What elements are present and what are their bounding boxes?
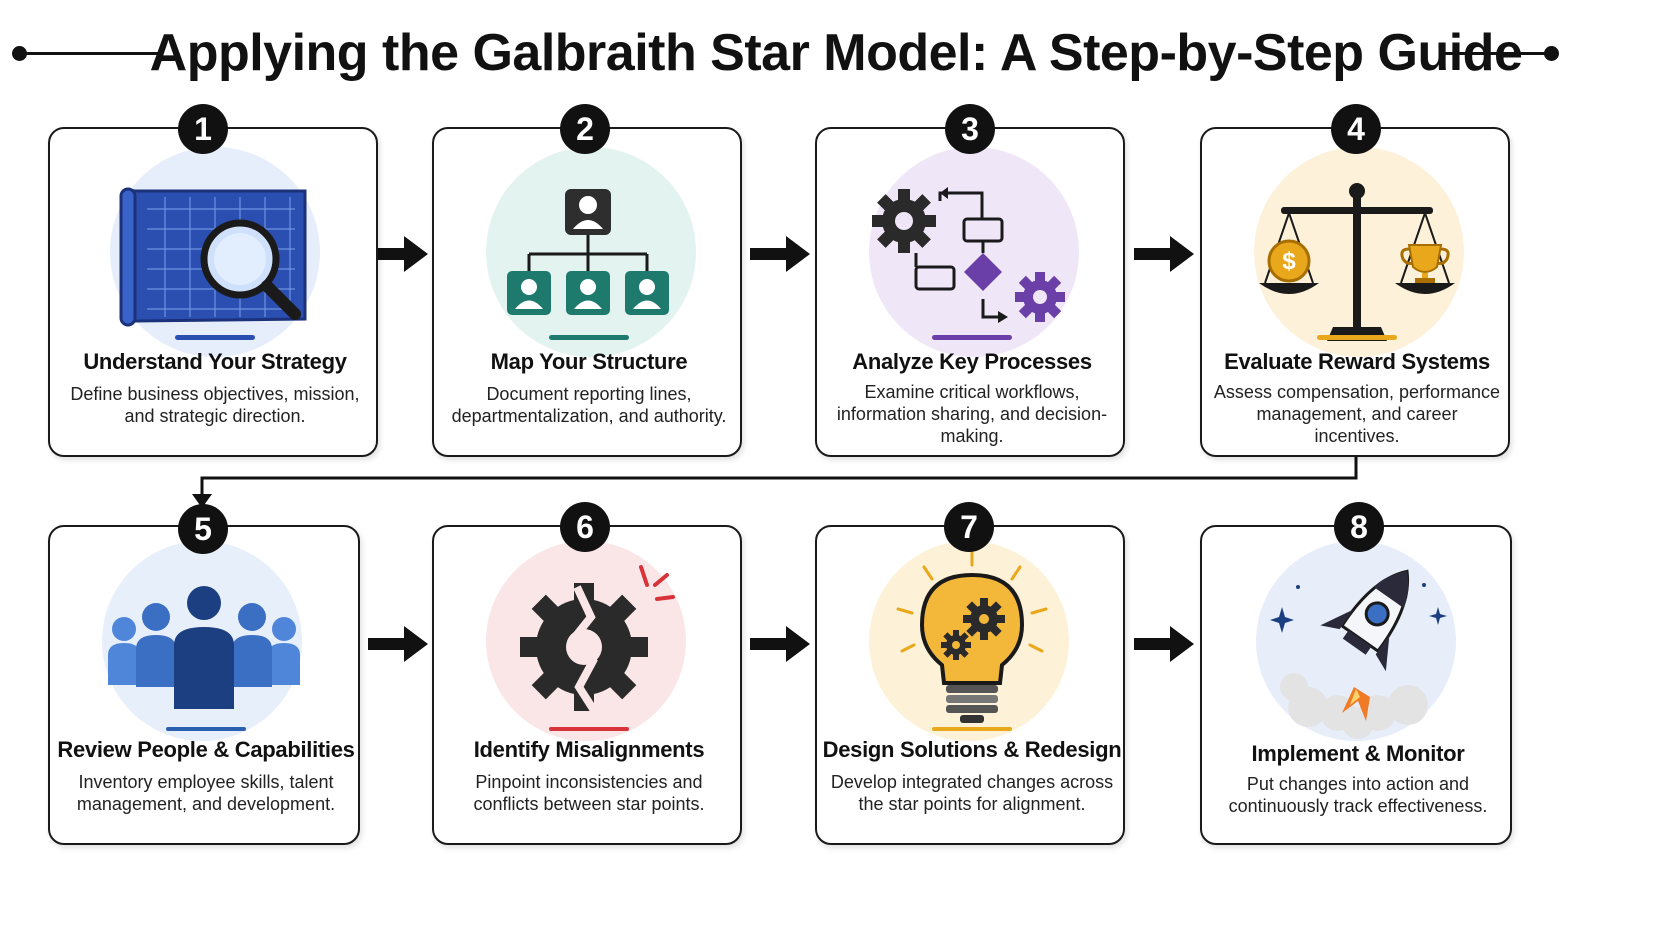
arrow-2-3 xyxy=(750,236,810,272)
step-badge-3: 3 xyxy=(945,104,995,154)
title-left-line xyxy=(20,52,160,55)
svg-text:$: $ xyxy=(1282,248,1296,275)
step-description: Examine critical workflows, information … xyxy=(836,382,1108,446)
step-badge-5: 5 xyxy=(178,504,228,554)
page-title: Applying the Galbraith Star Model: A Ste… xyxy=(149,24,1523,82)
step-badge-6: 6 xyxy=(560,502,610,552)
step-title: Map Your Structure xyxy=(490,349,688,374)
rocket-icon xyxy=(1270,569,1447,739)
step-title: Implement & Monitor xyxy=(1251,741,1465,766)
step-card-2: Map Your Structure Document reporting li… xyxy=(432,127,742,457)
step-badge-4: 4 xyxy=(1331,104,1381,154)
step-title: Identify Misalignments xyxy=(473,737,705,762)
step-badge-2: 2 xyxy=(560,104,610,154)
arrow-5-6 xyxy=(368,626,428,662)
step-card-5: Review People & Capabilities Inventory e… xyxy=(48,525,360,845)
accent-bar xyxy=(1317,335,1397,340)
step-card-6: Identify Misalignments Pinpoint inconsis… xyxy=(432,525,742,845)
title-right-line xyxy=(1440,52,1550,55)
step-card-7: Design Solutions & Redesign Develop inte… xyxy=(815,525,1125,845)
step-description: Assess compensation, performance managem… xyxy=(1213,382,1501,446)
step-description: Pinpoint inconsistencies and conflicts b… xyxy=(473,772,705,814)
title-right-dot xyxy=(1544,46,1559,61)
blueprint-magnifier-icon xyxy=(119,187,307,327)
step-card-4: $ Evaluate Reward Systems Assess compens… xyxy=(1200,127,1510,457)
accent-bar xyxy=(549,727,629,731)
step-description: Define business objectives, mission, and… xyxy=(70,384,360,426)
people-group-icon xyxy=(108,586,300,709)
step-card-1: Understand Your Strategy Define business… xyxy=(48,127,378,457)
step-title: Design Solutions & Redesign xyxy=(822,737,1122,762)
accent-bar xyxy=(549,335,629,340)
org-chart-icon xyxy=(507,189,669,315)
step-title: Understand Your Strategy xyxy=(83,349,347,374)
step-title: Analyze Key Processes xyxy=(852,349,1092,374)
step-badge-7: 7 xyxy=(944,502,994,552)
title-row: Applying the Galbraith Star Model: A Ste… xyxy=(0,18,1672,88)
process-flow-icon xyxy=(872,187,1065,323)
step-card-3: Analyze Key Processes Examine critical w… xyxy=(815,127,1125,457)
step-description: Inventory employee skills, talent manage… xyxy=(76,772,336,814)
accent-bar xyxy=(166,727,246,731)
broken-gear-icon xyxy=(520,565,675,715)
arrow-7-8 xyxy=(1134,626,1194,662)
arrow-1-2 xyxy=(368,236,428,272)
arrow-3-4 xyxy=(1134,236,1194,272)
step-card-8: Implement & Monitor Put changes into act… xyxy=(1200,525,1512,845)
step-description: Develop integrated changes across the st… xyxy=(830,772,1114,814)
step-title: Review People & Capabilities xyxy=(57,737,355,762)
step-badge-1: 1 xyxy=(178,104,228,154)
icon-halo xyxy=(486,147,696,357)
title-left-dot xyxy=(12,46,27,61)
accent-bar xyxy=(932,335,1012,340)
arrow-6-7 xyxy=(750,626,810,662)
accent-bar xyxy=(175,335,255,340)
step-title: Evaluate Reward Systems xyxy=(1224,349,1490,374)
step-description: Document reporting lines, departmentaliz… xyxy=(451,384,727,426)
accent-bar xyxy=(932,727,1012,731)
step-description: Put changes into action and continuously… xyxy=(1228,774,1488,816)
step-badge-8: 8 xyxy=(1334,502,1384,552)
lightbulb-gears-icon xyxy=(896,549,1048,723)
balance-scale-icon: $ xyxy=(1259,183,1455,341)
